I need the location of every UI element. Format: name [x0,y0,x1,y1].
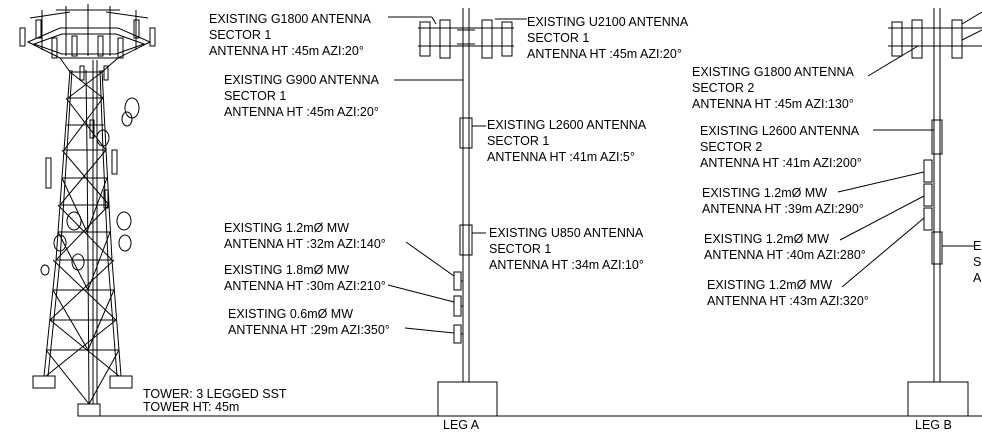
label-mw-1-2m-140: EXISTING 1.2mØ MW ANTENNA HT :32m AZI:14… [224,221,386,251]
label-g900-sector1: EXISTING G900 ANTENNA SECTOR 1 ANTENNA H… [224,73,379,119]
label-g1800-sector2: EXISTING G1800 ANTENNA SECTOR 2 ANTENNA … [692,65,854,111]
label-g1800-sector1: EXISTING G1800 ANTENNA SECTOR 1 ANTENNA … [209,12,371,58]
label-mw-1-8m-210: EXISTING 1.8mØ MW ANTENNA HT :30m AZI:21… [224,263,386,293]
label-mw-1-2m-280: EXISTING 1.2mØ MW ANTENNA HT :40m AZI:28… [704,232,866,262]
tower-sketch [19,4,156,417]
label-mw-0-6m-350: EXISTING 0.6mØ MW ANTENNA HT :29m AZI:35… [228,307,390,337]
tower-caption: TOWER: 3 LEGGED SST TOWER HT: 45m [143,388,287,414]
label-u2100-sector1: EXISTING U2100 ANTENNA SECTOR 1 ANTENNA … [527,15,689,61]
label-u850-sector1: EXISTING U850 ANTENNA SECTOR 1 ANTENNA H… [489,226,644,272]
label-l2600-sector2: EXISTING L2600 ANTENNA SECTOR 2 ANTENNA … [700,124,862,170]
leg-a-elevation [387,8,527,417]
tower-type-label: TOWER: 3 LEGGED SST [143,387,287,401]
leg-a-label: LEG A [443,418,480,432]
label-l2600-sector1: EXISTING L2600 ANTENNA SECTOR 1 ANTENNA … [487,118,647,164]
label-mw-1-2m-320: EXISTING 1.2mØ MW ANTENNA HT :43m AZI:32… [707,278,869,308]
leg-b-label: LEG B [915,418,952,432]
tower-height-label: TOWER HT: 45m [143,400,240,414]
label-mw-1-2m-290: EXISTING 1.2mØ MW ANTENNA HT :39m AZI:29… [702,186,864,216]
leg-b-elevation [837,8,982,417]
label-truncated-edge: E S A [973,239,982,285]
